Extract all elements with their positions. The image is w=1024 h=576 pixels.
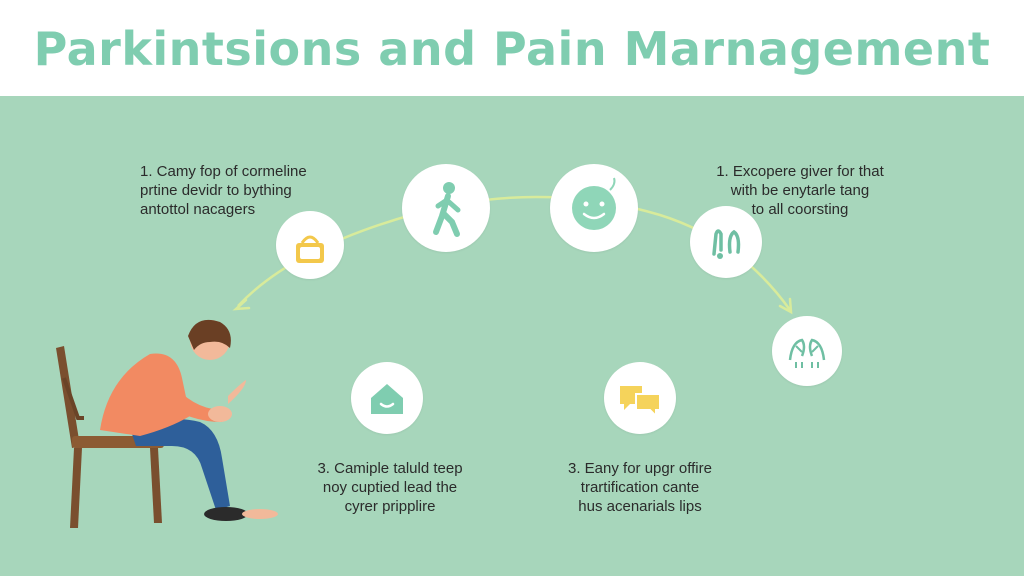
basket-icon	[296, 235, 324, 263]
hands-icon	[712, 229, 741, 259]
step-text-line: noy cuptied lead the	[322, 479, 458, 496]
walking-person-icon	[433, 182, 461, 237]
chat-bubbles-icon	[620, 386, 661, 419]
step-text-top-left: 1. Camy fop of cormeline prtine devidr t…	[140, 162, 307, 219]
chat-node	[604, 362, 676, 434]
step-text-line: 3. Camiple taluld teep	[317, 460, 463, 477]
house-icon	[371, 384, 403, 414]
person	[100, 319, 278, 521]
step-text-top-right: 1. Excopere giver for that with be enyta…	[690, 162, 910, 219]
seated-person-illustration	[56, 319, 278, 528]
step-text-bottom-right: 3. Eany for upgr offire trartification c…	[540, 459, 740, 516]
header-bar: Parkintsions and Pain Marnagement	[0, 0, 1024, 96]
walking-node	[402, 164, 490, 252]
house-node	[351, 362, 423, 434]
step-text-line: 3. Eany for upgr offire	[568, 460, 712, 477]
hands-node	[690, 206, 762, 278]
basket-node	[276, 211, 344, 279]
step-text-line: trartification cante	[580, 479, 700, 496]
smiley-node	[550, 164, 638, 252]
step-text-line: to all coorsting	[751, 201, 849, 218]
diagram-area: 1. Camy fop of cormeline prtine devidr t…	[0, 96, 1024, 576]
chair	[56, 346, 164, 528]
step-text-line: 1. Excopere giver for that	[716, 163, 884, 180]
smiley-face-icon	[572, 177, 616, 230]
holding-hands-icon	[788, 338, 826, 368]
step-text-line: with be enytarle tang	[730, 182, 870, 199]
step-text-line: 1. Camy fop of cormeline	[140, 163, 307, 180]
step-text-line: antottol nacagers	[140, 201, 256, 218]
holding-hands-node	[772, 316, 842, 386]
step-text-line: prtine devidr to bything	[140, 182, 292, 199]
step-text-line: hus acenarials lips	[578, 498, 702, 515]
step-text-line: cyrer pripplire	[344, 498, 436, 515]
step-text-bottom-left: 3. Camiple taluld teep noy cuptied lead …	[290, 459, 490, 516]
page-title: Parkintsions and Pain Marnagement	[33, 22, 991, 76]
